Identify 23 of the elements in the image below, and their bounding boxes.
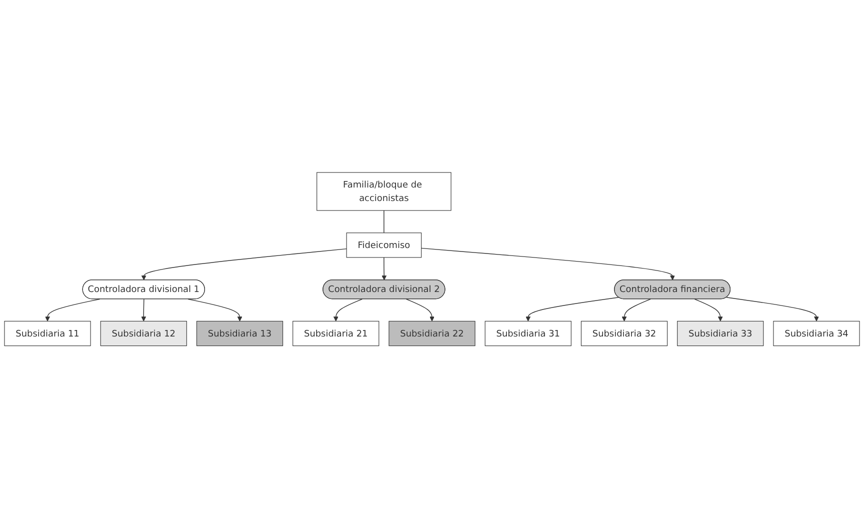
arrow xyxy=(622,298,651,322)
arrow xyxy=(188,298,242,322)
arrow xyxy=(406,298,434,322)
arrow xyxy=(694,298,723,322)
node-box: Subsidiaria 31 xyxy=(484,320,572,346)
arrow xyxy=(333,298,362,322)
node-box: Subsidiaria 21 xyxy=(292,320,380,346)
arrow xyxy=(141,248,347,280)
node-box: Subsidiaria 34 xyxy=(773,320,860,346)
node-box: Subsidiaria 22 xyxy=(388,320,476,346)
node-box: Subsidiaria 11 xyxy=(4,320,91,346)
arrow xyxy=(382,256,387,280)
node-box: Subsidiaria 13 xyxy=(196,320,284,346)
arrow xyxy=(45,298,100,322)
arrow xyxy=(141,298,146,322)
node-box: Familia/bloque de accionistas xyxy=(316,172,452,211)
arrow xyxy=(726,296,819,322)
node-box: Subsidiaria 32 xyxy=(580,320,668,346)
node-box: Fideicomiso xyxy=(346,232,422,258)
arrow xyxy=(420,248,675,280)
node-box: Subsidiaria 12 xyxy=(100,320,187,346)
arrow xyxy=(526,296,620,322)
node-box: Subsidiaria 33 xyxy=(677,320,764,346)
